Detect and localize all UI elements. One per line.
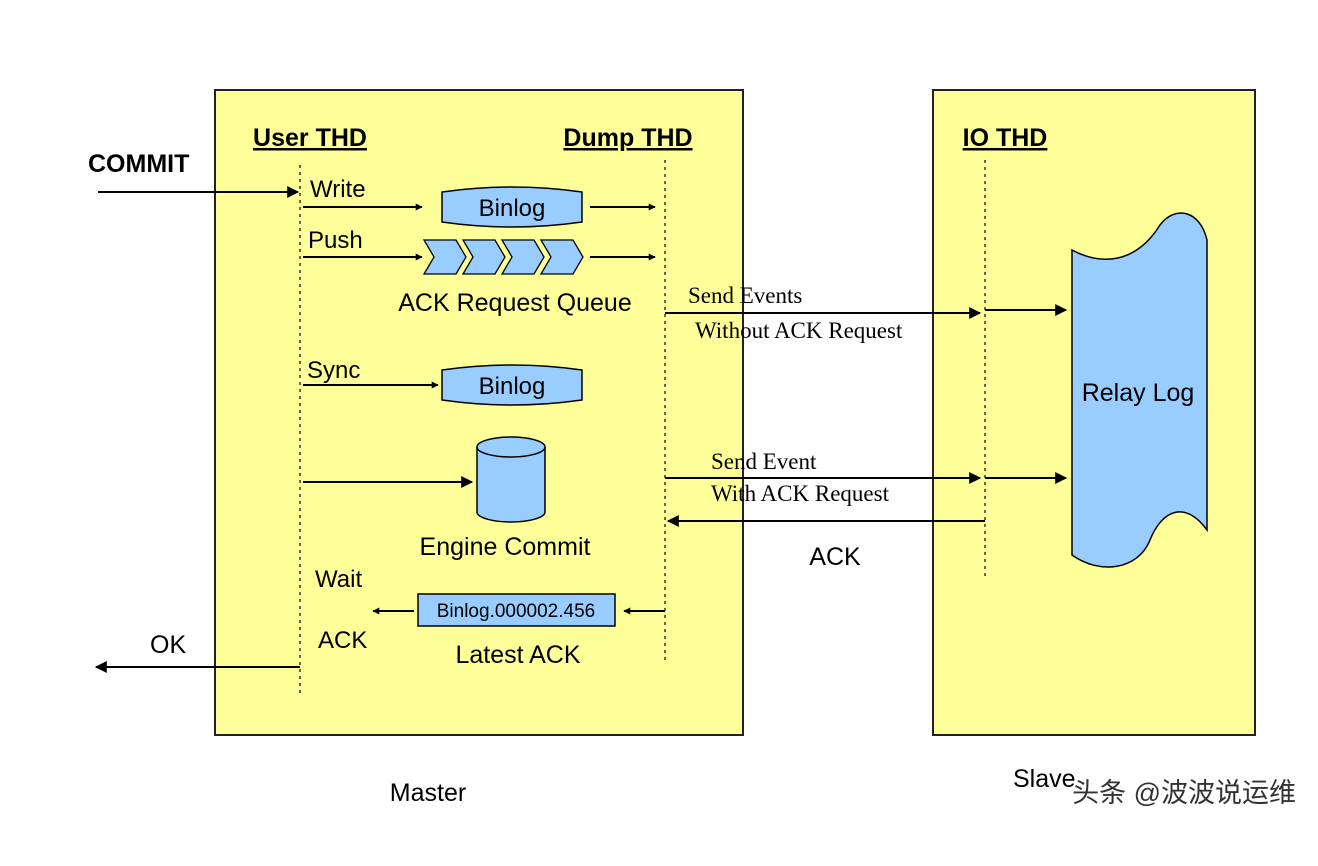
binlog-sync-shape [441, 364, 583, 406]
relay-log-shape [1071, 212, 1208, 568]
latest-ack-label: Latest ACK [455, 641, 580, 669]
write-label: Write [310, 176, 366, 203]
master-panel [214, 89, 744, 736]
engine-database-icon [476, 436, 546, 523]
push-label: Push [308, 227, 363, 254]
send-event-label-line2: With ACK Request [711, 481, 890, 506]
send-events-label-line1: Send Events [688, 283, 802, 308]
commit-label: COMMIT [88, 150, 189, 178]
send-events-label-line2: Without ACK Request [695, 318, 903, 343]
relay-log-label: Relay Log [1082, 379, 1195, 407]
dump-thd-label: Dump THD [563, 124, 692, 152]
ack-request-queue-shape [422, 239, 584, 275]
watermark-text: 头条 @波波说运维 [1072, 778, 1296, 808]
wait-ack-label: ACK [318, 627, 367, 654]
sync-label: Sync [307, 357, 360, 384]
binlog-write-shape [441, 186, 583, 228]
engine-commit-label: Engine Commit [420, 533, 591, 561]
master-label: Master [390, 779, 466, 807]
slave-label: Slave [1013, 765, 1076, 793]
io-thd-label: IO THD [963, 124, 1048, 152]
binlog-sync-label: Binlog [479, 373, 546, 400]
latest-ack-value: Binlog.000002.456 [437, 601, 595, 622]
wait-label: Wait [315, 566, 362, 593]
send-event-label-line1: Send Event [711, 449, 817, 474]
ok-label: OK [150, 631, 186, 659]
ack-return-label: ACK [809, 543, 861, 571]
binlog-write-label: Binlog [479, 195, 546, 222]
user-thd-label: User THD [253, 124, 367, 152]
latest-ack-box [417, 593, 616, 627]
ack-request-queue-label: ACK Request Queue [398, 289, 631, 317]
